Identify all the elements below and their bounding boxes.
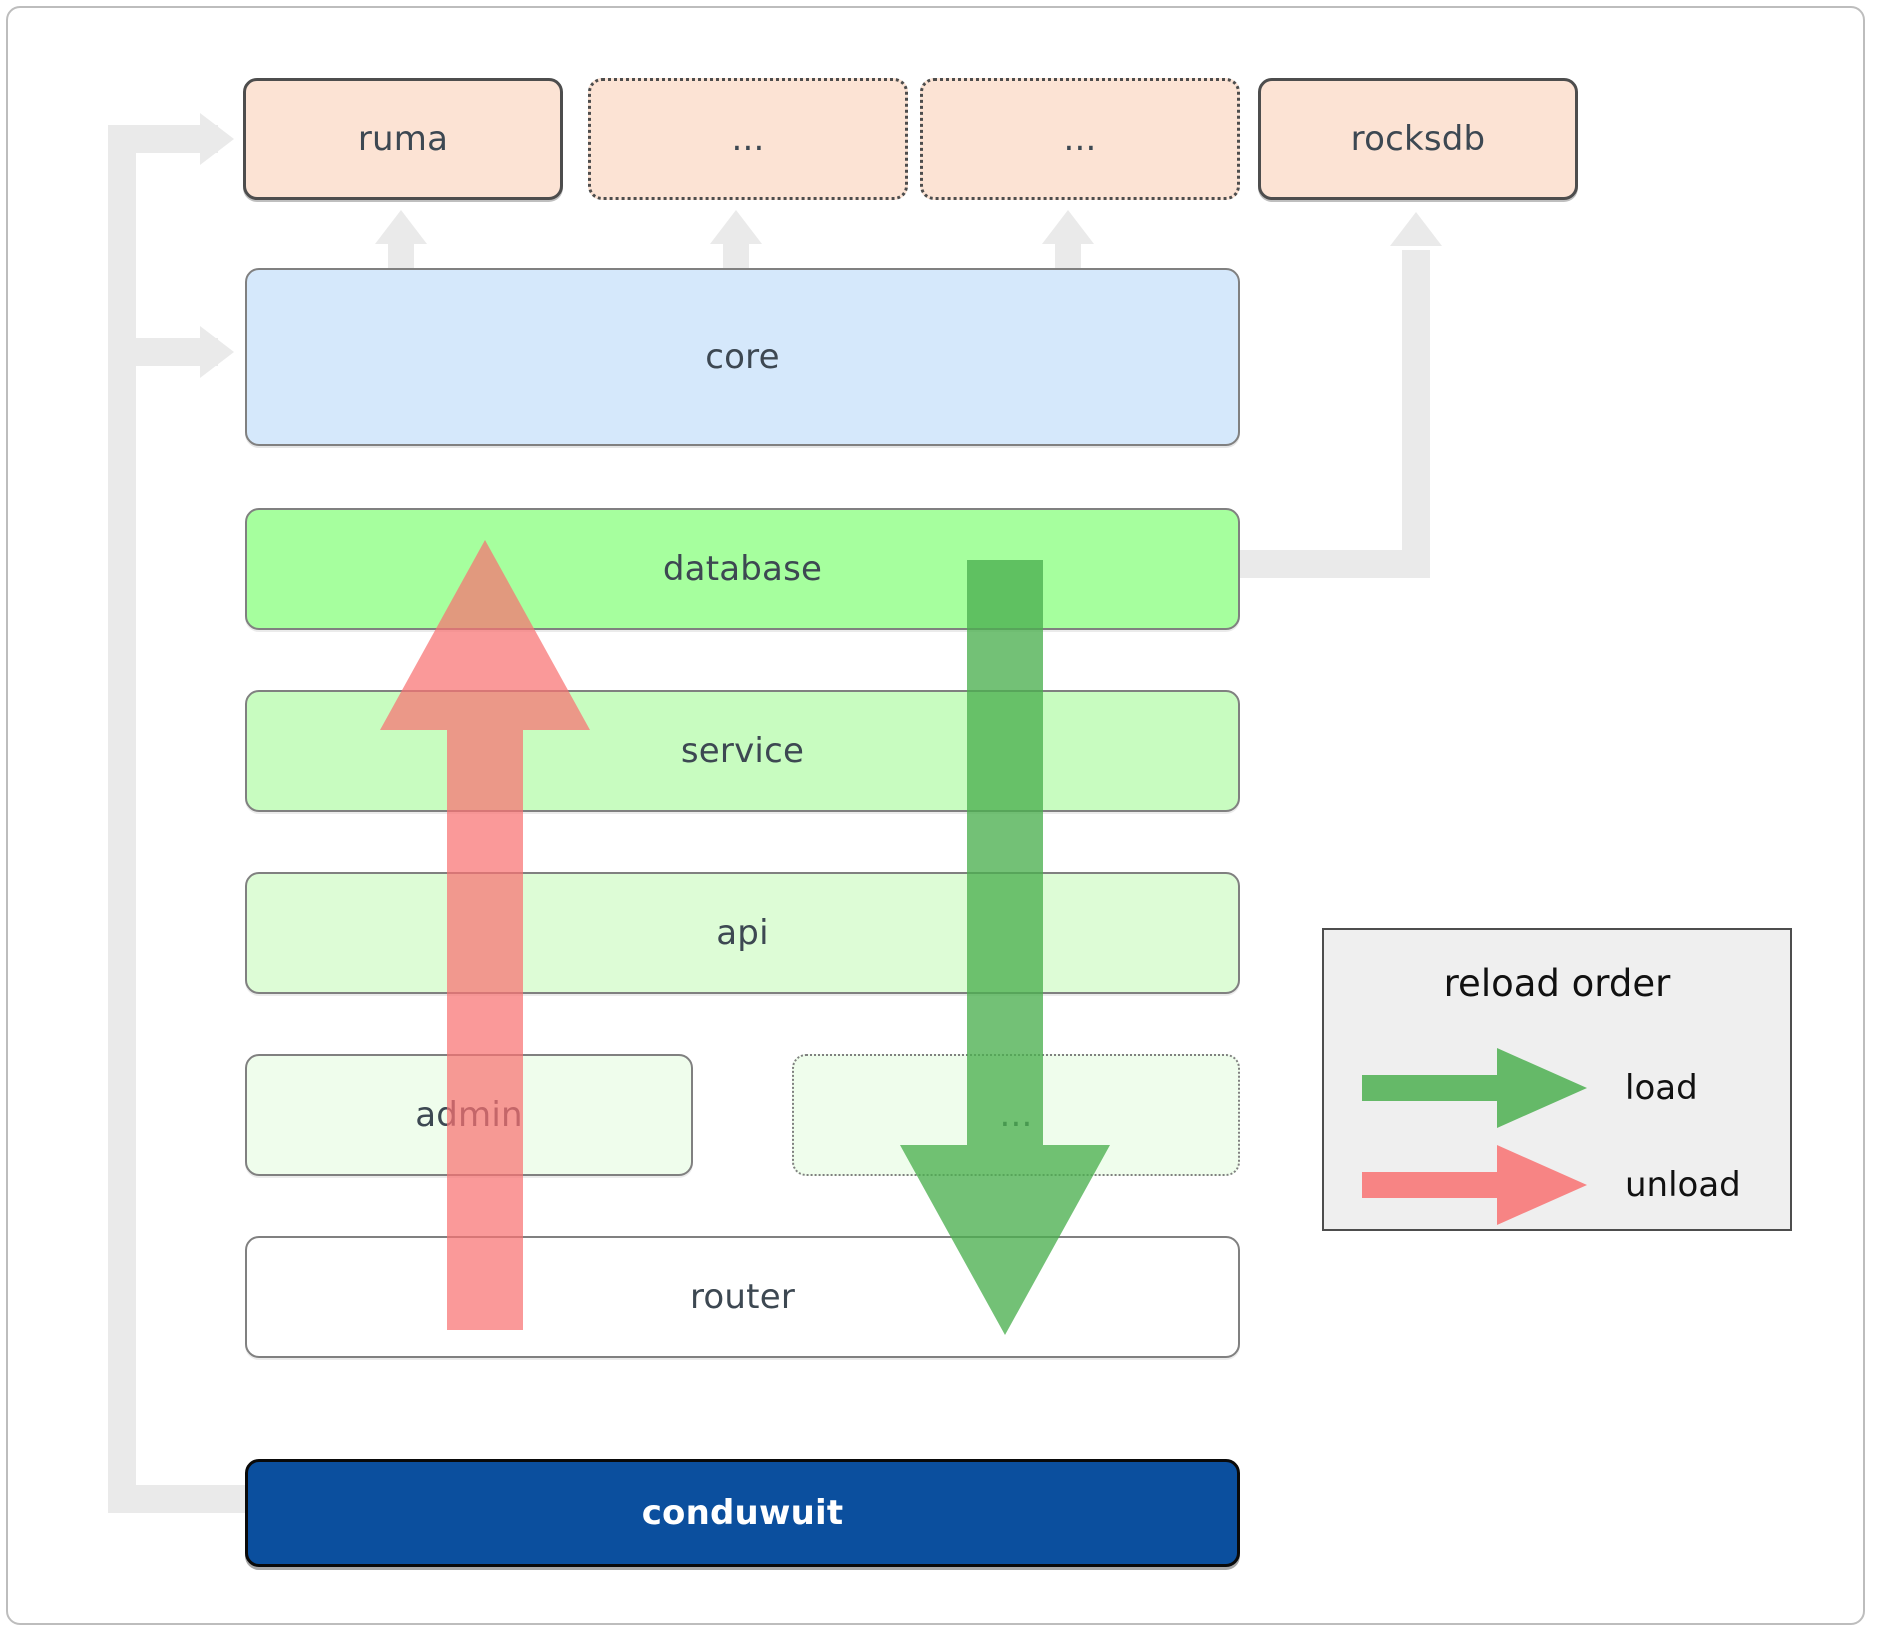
legend-title: reload order [1443,962,1671,1005]
dependency-box-rocksdb[interactable]: rocksdb [1258,78,1578,200]
dependency-label: ruma [357,119,449,159]
dependency-box-ellipsis-1[interactable]: ... [588,78,908,200]
unload-flow-arrow [380,540,590,1330]
layer-label: database [662,549,823,589]
legend-row-unload: unload [1362,1145,1741,1225]
app-label: conduwuit [641,1493,844,1533]
layer-box-router[interactable]: router [245,1236,1240,1358]
core-label: core [705,337,780,377]
dependency-box-ruma[interactable]: ruma [243,78,563,200]
connector-spine-to-app [108,1485,248,1513]
load-arrow-icon [1362,1048,1587,1128]
dependency-box-ellipsis-2[interactable]: ... [920,78,1240,200]
layer-label: service [680,731,805,771]
dependency-label: rocksdb [1350,119,1486,159]
legend-panel: reload order load unload [1322,928,1792,1231]
connector-to-ruma-stem [108,125,218,153]
app-box-conduwuit[interactable]: conduwuit [245,1459,1240,1567]
unload-arrow-icon [1362,1145,1587,1225]
connector-spine-vertical [108,125,136,1513]
layer-label: api [716,913,769,953]
connector-core-to-dep-2-arrowhead [710,210,762,244]
legend-row-load: load [1362,1048,1698,1128]
connector-db-to-rocksdb-arrowhead [1390,212,1442,246]
connector-db-to-rocksdb-vertical [1402,250,1430,570]
connector-to-core-stem [108,338,218,366]
connector-to-ruma-arrowhead [200,113,234,165]
core-box[interactable]: core [245,268,1240,446]
layer-label: router [689,1277,795,1317]
layer-box-api[interactable]: api [245,872,1240,994]
connector-core-to-dep-3-arrowhead [1042,210,1094,244]
dependency-label: ... [731,119,765,159]
legend-label-unload: unload [1625,1165,1741,1205]
layer-box-database[interactable]: database [245,508,1240,630]
connector-to-core-arrowhead [200,326,234,378]
load-flow-arrow [900,560,1110,1335]
connector-db-to-rocksdb-horizontal [1240,550,1430,578]
legend-label-load: load [1625,1068,1698,1108]
dependency-label: ... [1063,119,1097,159]
connector-core-to-dep-1-arrowhead [375,210,427,244]
